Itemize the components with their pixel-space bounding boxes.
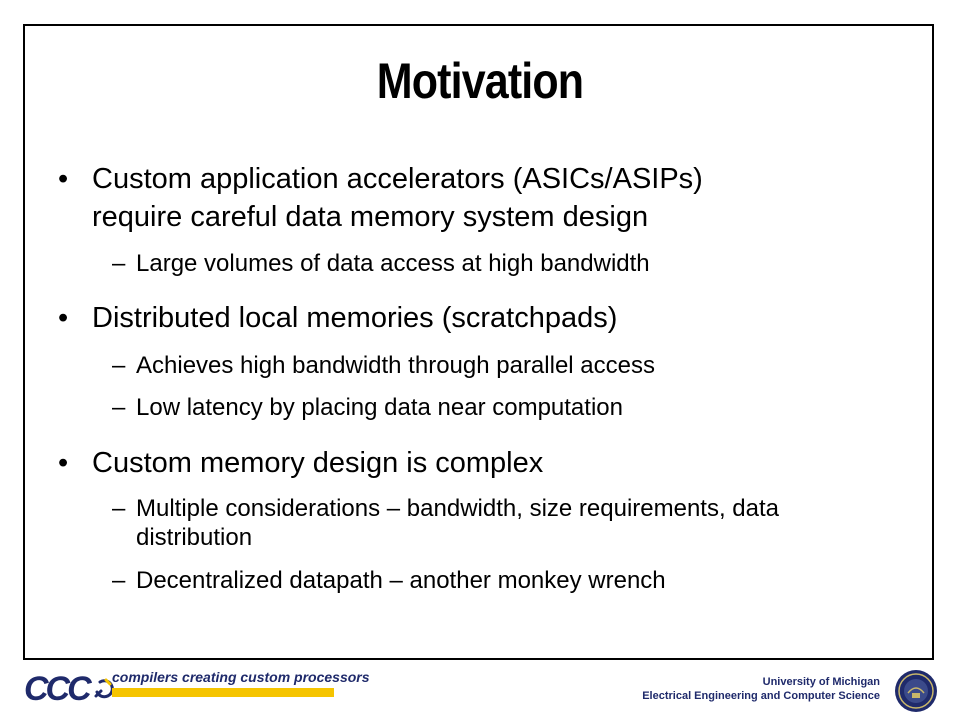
sub-bullet-2-1: – Achieves high bandwidth through parall… (58, 351, 898, 380)
slide-title: Motivation (376, 53, 584, 109)
sub-bullet-3-1-text: Multiple considerations – bandwidth, siz… (136, 495, 780, 551)
footer: CCC compilers creating custom processors… (0, 663, 960, 720)
sub-bullet-2-2: – Low latency by placing data near compu… (58, 393, 898, 422)
bullet-2: • Distributed local memories (scratchpad… (58, 299, 898, 337)
affiliation: University of Michigan Electrical Engine… (642, 675, 880, 703)
bullet-dot: • (58, 302, 69, 334)
bullet-3-text: Custom memory design is complex (92, 447, 544, 479)
sub-bullet-dash: – (112, 495, 126, 522)
sub-bullet-1-1-text: Large volumes of data access at high ban… (136, 250, 650, 277)
slide-content: • Custom application accelerators (ASICs… (58, 160, 898, 595)
university-seal-icon (895, 670, 937, 712)
affiliation-university: University of Michigan (762, 676, 880, 688)
slide-frame (23, 24, 934, 660)
sub-bullet-dash: – (112, 352, 126, 379)
sub-bullet-2-1-text: Achieves high bandwidth through parallel… (136, 352, 655, 379)
ccc-logo-text: CCC (24, 670, 92, 708)
affiliation-department: Electrical Engineering and Computer Scie… (642, 690, 880, 702)
bullet-2-text: Distributed local memories (scratchpads) (92, 302, 618, 334)
sub-bullet-2-2-text: Low latency by placing data near computa… (136, 394, 623, 421)
sub-bullet-3-2: – Decentralized datapath – another monke… (58, 566, 898, 595)
sub-bullet-dash: – (112, 567, 126, 594)
sub-bullet-3-2-text: Decentralized datapath – another monkey … (136, 567, 666, 594)
sickle-icon (94, 678, 114, 699)
ccc-logo: CCC (24, 669, 124, 709)
bullet-dot: • (58, 163, 69, 195)
sub-bullet-1-1: – Large volumes of data access at high b… (58, 249, 898, 278)
bullet-dot: • (58, 447, 69, 479)
tagline-bar (112, 688, 334, 697)
bullet-3: • Custom memory design is complex (58, 444, 898, 482)
sub-bullet-dash: – (112, 394, 126, 421)
sub-bullet-dash: – (112, 250, 126, 277)
bullet-1-line-1: Custom application accelerators (ASICs/A… (92, 163, 703, 195)
bullet-1: • Custom application accelerators (ASICs… (58, 160, 898, 236)
sub-bullet-3-1: – Multiple considerations – bandwidth, s… (58, 494, 836, 552)
tagline: compilers creating custom processors (112, 669, 370, 685)
bullet-1-line-2: require careful data memory system desig… (92, 201, 649, 233)
